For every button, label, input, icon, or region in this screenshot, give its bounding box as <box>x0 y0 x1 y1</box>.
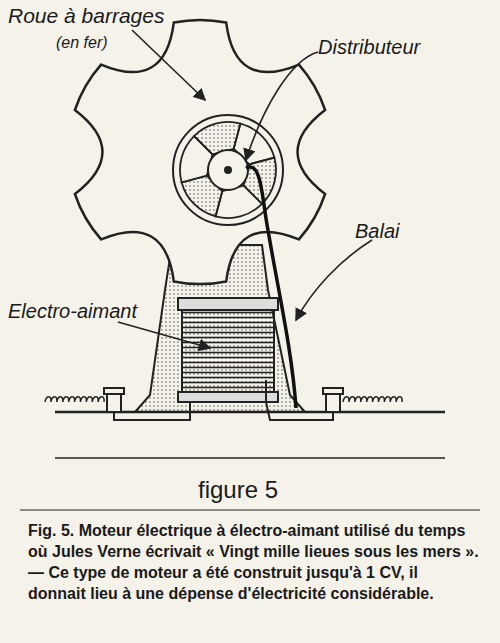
part-label: Electro-aimant <box>8 300 137 323</box>
supply-wire <box>45 397 104 402</box>
figure-number: figure 5 <box>198 476 278 504</box>
star-wheel <box>75 20 325 284</box>
coil-wire <box>266 380 333 420</box>
distributor-segment <box>194 122 240 154</box>
brush <box>246 167 296 408</box>
supply-wire <box>343 397 402 402</box>
part-label: Distributeur <box>318 36 420 59</box>
part-note: (en fer) <box>56 34 108 52</box>
distributor <box>173 115 283 225</box>
leader-line <box>118 30 372 348</box>
separator-rule <box>20 510 480 511</box>
electromagnet <box>178 298 278 402</box>
terminals <box>104 388 343 412</box>
part-label: Roue à barrages <box>8 4 164 28</box>
figure-caption: Fig. 5. Moteur électrique à électro-aima… <box>28 520 480 604</box>
coil-wire <box>114 402 190 420</box>
part-label: Balai <box>355 220 399 243</box>
ground-line <box>55 457 445 459</box>
